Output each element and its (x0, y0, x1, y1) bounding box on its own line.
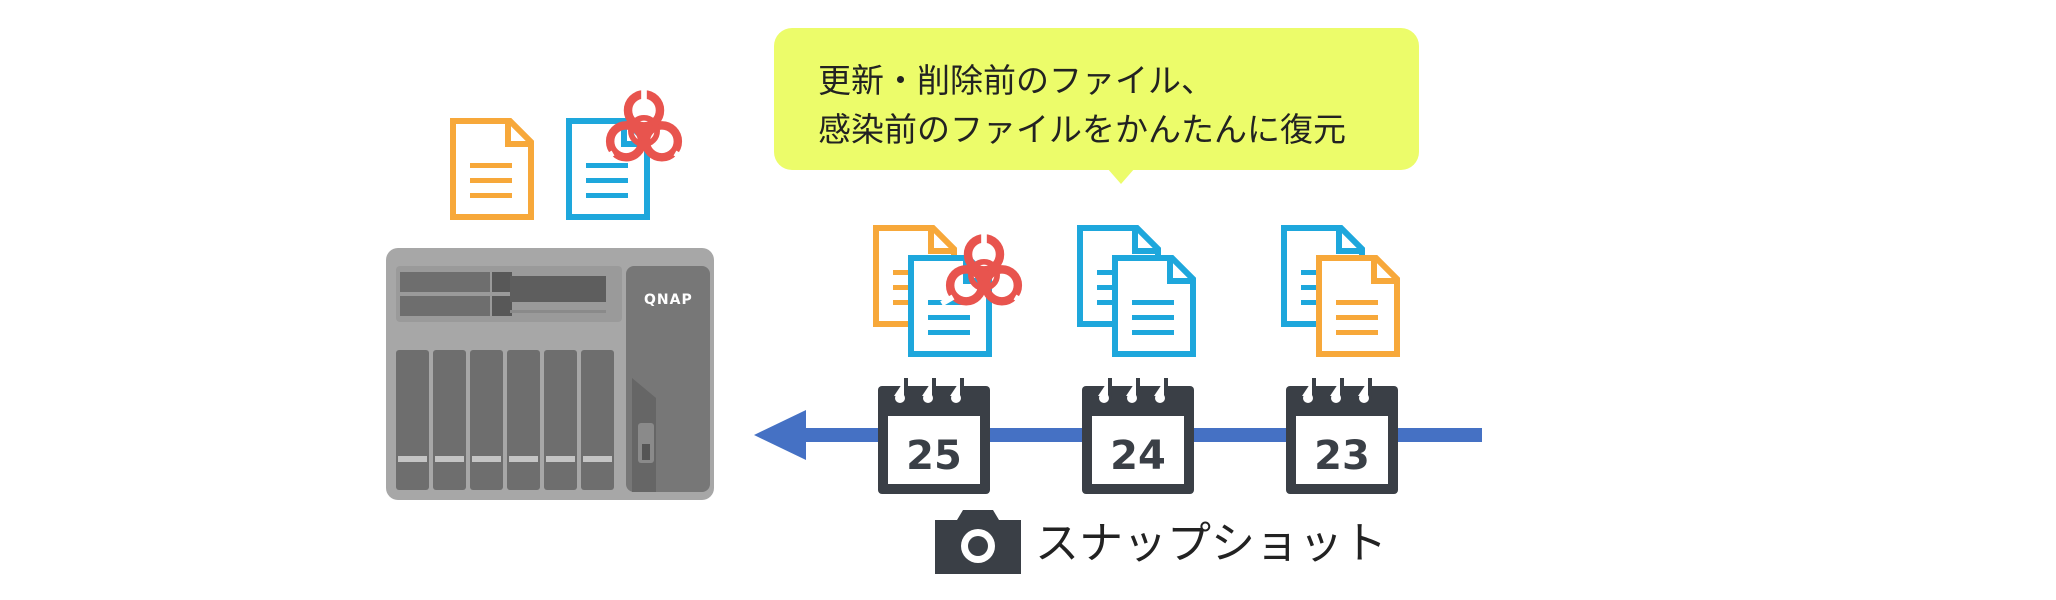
callout-line-1: 更新・削除前のファイル、 (818, 61, 1214, 100)
calendar-icon: 23 (1286, 376, 1398, 494)
calendar-icon: 24 (1082, 376, 1194, 494)
document-icon (1316, 255, 1400, 357)
arrow-left-icon (754, 410, 806, 464)
document-icon (566, 118, 650, 220)
snapshot-day-23: 23 (1314, 433, 1370, 479)
camera-icon (935, 506, 1021, 574)
callout-tail (1107, 168, 1135, 184)
snapshot-day-24: 24 (1110, 433, 1166, 479)
biohazard-icon (597, 84, 691, 178)
snapshot-label: スナップショット (1035, 518, 1387, 569)
biohazard-icon (937, 228, 1031, 322)
snapshot-day-25: 25 (906, 433, 962, 479)
document-icon (450, 118, 534, 220)
callout-bubble: 更新・削除前のファイル、 感染前のファイルをかんたんに復元 (774, 28, 1419, 170)
calendar-icon: 25 (878, 376, 990, 494)
document-icon (1112, 255, 1196, 357)
nas-device: QNAP (386, 248, 714, 500)
callout-line-2: 感染前のファイルをかんたんに復元 (818, 110, 1346, 149)
nas-brand-logo: QNAP (644, 292, 693, 308)
